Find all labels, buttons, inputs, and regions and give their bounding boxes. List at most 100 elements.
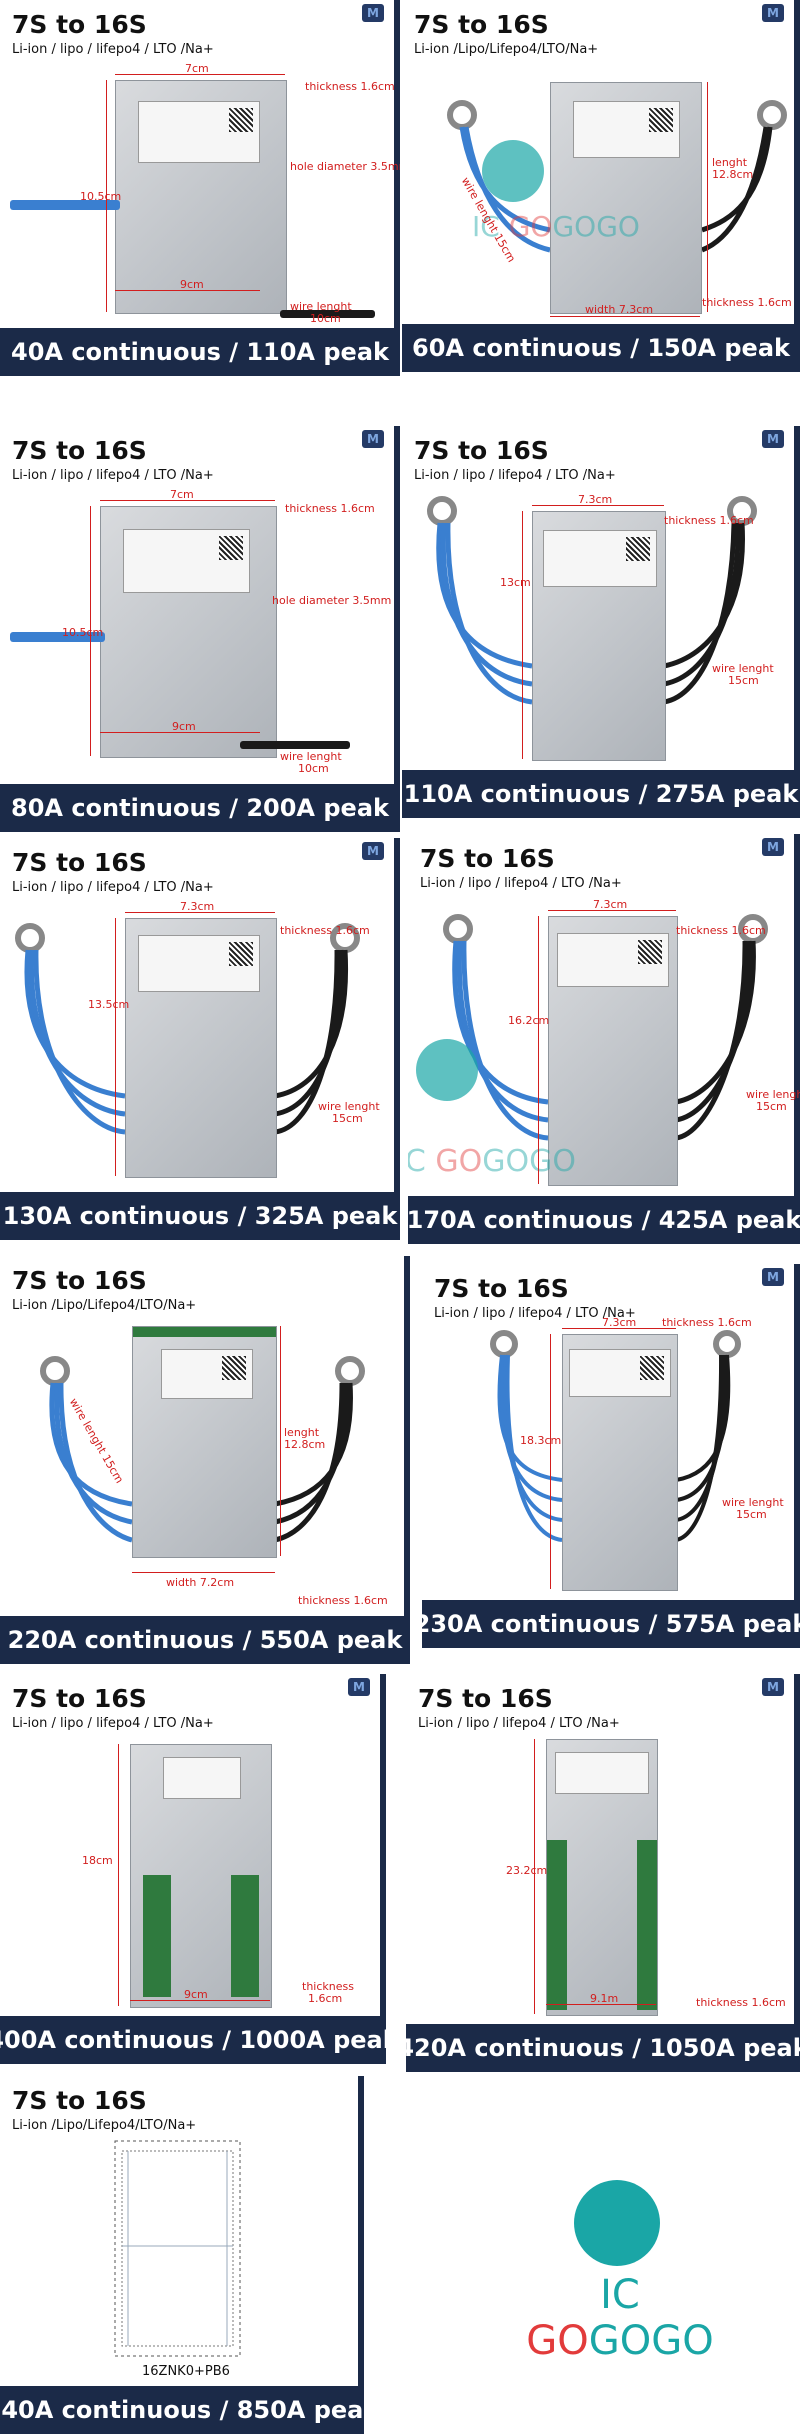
part-number: 16ZNK0+PB6: [142, 2364, 230, 2379]
dim-wire-length-value: 10cm: [310, 312, 341, 325]
panel-title: 7S to 16S: [12, 848, 147, 877]
dim-width: 7.3cm: [180, 900, 215, 913]
panel-subtitle: Li-ion /Lipo/Lifepo4/LTO/Na+: [414, 42, 599, 57]
spec-footer: 80A continuous / 200A peak: [0, 784, 400, 832]
blue-wire-icon: [10, 200, 120, 210]
wires-icon: [15, 923, 360, 1135]
spec-footer: 340A continuous / 850A peak: [0, 2386, 364, 2434]
wires-icon: [490, 1330, 741, 1542]
dim-bottom-width: 9cm: [180, 278, 204, 291]
panel-subtitle: Li-ion / lipo / lifepo4 / LTO /Na+: [12, 42, 214, 57]
dim-hole: hole diameter 3.5mm: [290, 160, 400, 173]
wires-icon: [427, 496, 757, 705]
product-panel-2: M 7S to 16S Li-ion /Lipo/Lifepo4/LTO/Na+…: [402, 0, 800, 372]
brand-logo-icon: M: [762, 1268, 784, 1286]
panel-title: 7S to 16S: [420, 844, 555, 873]
dim-height: 18cm: [82, 1854, 113, 1867]
dim-length-label: lenght: [712, 156, 748, 169]
black-wire-icon: [240, 741, 350, 749]
dim-wire-length-value: 15cm: [756, 1100, 787, 1113]
spec-footer: 230A continuous / 575A peak: [422, 1600, 800, 1648]
dim-wire-length-value: 10cm: [298, 762, 329, 775]
dim-wire-length: wire lenght: [722, 1496, 784, 1509]
wires-icon: [443, 914, 768, 1141]
panel-title: 7S to 16S: [414, 10, 549, 39]
dim-thickness: thickness 1.6cm: [696, 1996, 786, 2009]
dim-thickness: thickness 1.6cm: [280, 924, 370, 937]
dim-thickness: thickness 1.6cm: [664, 514, 754, 527]
dim-width: 7cm: [170, 488, 194, 501]
dim-length-label: lenght: [284, 1426, 320, 1439]
brand-watermark: IC GOGOGO: [520, 2180, 720, 2364]
dim-thickness: 1.6cm: [308, 1992, 343, 2005]
panel-subtitle: Li-ion / lipo / lifepo4 / LTO /Na+: [418, 1716, 620, 1731]
bms-board-image: [115, 80, 287, 314]
panel-subtitle: Li-ion / lipo / lifepo4 / LTO /Na+: [12, 468, 214, 483]
product-panel-1: M 7S to 16S Li-ion / lipo / lifepo4 / LT…: [0, 0, 400, 376]
dim-wire-length: wire lenght: [746, 1088, 800, 1101]
bms-board-image: [100, 506, 277, 758]
dim-wire-length: wire lenght: [712, 662, 774, 675]
dim-wire-length-value: 15cm: [736, 1508, 767, 1521]
dim-thickness: thickness 1.6cm: [305, 80, 395, 93]
brand-logo-icon: M: [762, 4, 784, 22]
panel-subtitle: Li-ion / lipo / lifepo4 / LTO /Na+: [420, 876, 622, 891]
product-panel-9: M 7S to 16S Li-ion / lipo / lifepo4 / LT…: [0, 1674, 386, 2064]
dim-wire-length: wire lenght: [280, 750, 342, 763]
dim-thickness: thickness 1.6cm: [298, 1594, 388, 1607]
watermark-logo-icon: [482, 140, 544, 202]
brand-logo-icon: M: [362, 4, 384, 22]
dim-width: 7.3cm: [578, 493, 613, 506]
dim-height: 16.2cm: [508, 1014, 550, 1027]
brand-logo-icon: M: [762, 838, 784, 856]
spec-footer: 170A continuous / 425A peak: [408, 1196, 800, 1244]
dim-width: 7.3cm: [602, 1316, 637, 1329]
brand-circuit-icon: [574, 2180, 660, 2266]
panel-subtitle: Li-ion / lipo / lifepo4 / LTO /Na+: [12, 880, 214, 895]
watermark-text: IC GOGOGO: [408, 1144, 576, 1179]
spec-footer: 220A continuous / 550A peak: [0, 1616, 410, 1664]
brand-logo-icon: M: [348, 1678, 370, 1696]
spec-footer: 420A continuous / 1050A peak: [406, 2024, 800, 2072]
dim-thickness: thickness 1.6cm: [702, 296, 792, 309]
spec-footer: 40A continuous / 110A peak: [0, 328, 400, 376]
dim-width: 9cm: [184, 1988, 208, 2001]
product-panel-3: M 7S to 16S Li-ion / lipo / lifepo4 / LT…: [0, 426, 400, 832]
watermark-logo-icon: [416, 1039, 478, 1101]
product-panel-8: M 7S to 16S Li-ion / lipo / lifepo4 / LT…: [422, 1264, 800, 1648]
brand-logo-icon: M: [762, 1678, 784, 1696]
dim-width: width 7.2cm: [166, 1576, 235, 1589]
panel-title: 7S to 16S: [418, 1684, 553, 1713]
dim-thickness: thickness 1.6cm: [662, 1316, 752, 1329]
bms-board-image: [548, 916, 678, 1186]
product-panel-4: M 7S to 16S Li-ion / lipo / lifepo4 / LT…: [402, 426, 800, 818]
bms-board-image: [550, 82, 702, 314]
dim-thickness: thickness 1.6cm: [285, 502, 375, 515]
watermark-text: IC GOGOGO: [472, 210, 640, 243]
bms-board-image: [562, 1334, 678, 1591]
bms-board-image: [132, 1326, 277, 1558]
dim-wire-length-value: 15cm: [728, 674, 759, 687]
panel-title: 7S to 16S: [12, 1266, 147, 1295]
panel-title: 7S to 16S: [414, 436, 549, 465]
panel-title: 7S to 16S: [12, 2086, 147, 2115]
product-panel-5: M 7S to 16S Li-ion / lipo / lifepo4 / LT…: [0, 838, 400, 1240]
dim-wire-length-value: 15cm: [332, 1112, 363, 1125]
panel-subtitle: Li-ion / lipo / lifepo4 / LTO /Na+: [414, 468, 616, 483]
outline-drawing-icon: [114, 2140, 241, 2357]
brand-logo-icon: M: [762, 430, 784, 448]
dim-thickness-label: thickness: [302, 1980, 354, 1993]
black-wire-icon: [280, 310, 375, 318]
spec-footer: 400A continuous / 1000A peak: [0, 2016, 386, 2064]
spec-footer: 60A continuous / 150A peak: [402, 324, 800, 372]
dim-hole: hole diameter 3.5mm: [272, 594, 392, 607]
panel-title: 7S to 16S: [434, 1274, 569, 1303]
brand-logo-icon: M: [362, 430, 384, 448]
dim-height: 13.5cm: [88, 998, 130, 1011]
dim-width: 7.3cm: [593, 898, 628, 911]
blue-wire-icon: [10, 632, 105, 642]
dim-width: 7cm: [185, 62, 209, 75]
spec-footer: 110A continuous / 275A peak: [402, 770, 800, 818]
product-panel-10: M 7S to 16S Li-ion / lipo / lifepo4 / LT…: [406, 1674, 800, 2072]
brand-text: IC GOGOGO: [526, 2272, 714, 2364]
